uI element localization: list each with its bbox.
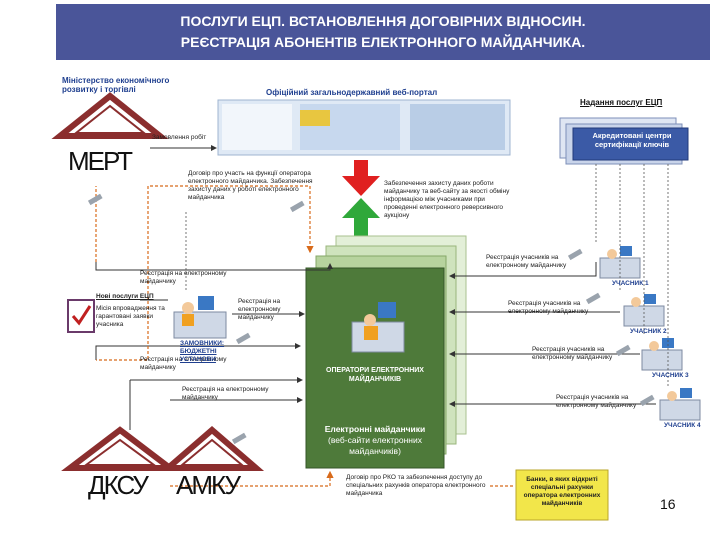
participant-reg-4: Реєстрація учасників на електронному май… xyxy=(556,394,637,409)
participant-label-2: УЧАСНИК 2 xyxy=(630,328,667,335)
accounts-box-label: Банки, в яких відкриті спеціальні рахунк… xyxy=(523,476,601,507)
participant-reg-2: Реєстрація учасників на електронному май… xyxy=(508,300,589,315)
ecp-dashed-lines xyxy=(185,164,669,386)
participant-label-4: УЧАСНИК 4 xyxy=(664,422,701,429)
mert-label: МЕРТ xyxy=(68,146,133,176)
portal-title: Офіційний загальнодержавний веб-портал xyxy=(266,88,438,97)
note-contract-mert: Договір про участь на функції оператора … xyxy=(188,170,313,201)
green-up-arrow xyxy=(342,198,380,236)
key-icons xyxy=(87,193,655,445)
note-reg-mert: Реєстрація на електронному майданчику xyxy=(140,270,227,285)
mert-ministry-name: Міністерство економічного розвитку і тор… xyxy=(62,76,169,94)
portal-screenshot-icon xyxy=(217,99,511,156)
operator-icon xyxy=(351,302,405,353)
ecp-centers-stack xyxy=(559,117,689,165)
note-reg-zamovnyk: Реєстрація на електронному майданчику xyxy=(238,298,281,321)
zamovnyky-label: ЗАМОВНИКИ: БЮДЖЕТНІ УСТАНОВИ xyxy=(180,340,225,363)
red-down-arrow xyxy=(342,160,380,196)
header-line-1: ПОСЛУГИ ЕЦП. ВСТАНОВЛЕННЯ ДОГОВІРНИХ ВІД… xyxy=(180,13,586,29)
note-zamovnyk-docs: Місія впровадження та гарантовані заявки… xyxy=(96,305,165,328)
header-line-2: РЕЄСТРАЦІЯ АБОНЕНТІВ ЕЛЕКТРОННОГО МАЙДАН… xyxy=(180,34,586,50)
clipboard-check-icon xyxy=(67,299,95,333)
ecp-title: Надання послуг ЕЦП xyxy=(580,98,663,107)
zamovnyk-icon xyxy=(173,296,227,339)
participant-reg-1: Реєстрація учасників на електронному май… xyxy=(486,254,567,269)
platforms-line-2: (веб-сайти електронних майданчиків) xyxy=(328,435,422,456)
slide-header: ПОСЛУГИ ЕЦП. ВСТАНОВЛЕННЯ ДОГОВІРНИХ ВІД… xyxy=(56,4,710,60)
dashed-connectors xyxy=(95,185,514,487)
mert-roof-icon xyxy=(51,92,169,139)
participant-label-3: УЧАСНИК 3 xyxy=(652,372,689,379)
participant-label-1: УЧАСНИК 1 xyxy=(612,280,649,287)
note-operators-security: Забезпечення захисту даних роботи майдан… xyxy=(384,180,510,219)
participant-reg-3: Реєстрація учасників на електронному май… xyxy=(532,346,613,361)
note-reg-dksu: Реєстрація на електронному майданчику xyxy=(182,386,269,401)
dksu-roof-icon xyxy=(61,426,179,471)
accounts-box xyxy=(515,469,609,521)
amku-roof-icon xyxy=(159,426,265,471)
ministry-line-1: Міністерство економічного xyxy=(62,76,170,85)
connector-lines xyxy=(95,145,656,430)
portal-request-label: Замовлення робіт xyxy=(152,134,207,141)
note-reg-zamovnyk-2: Реєстрація на електронному майданчику xyxy=(140,356,227,371)
page-number: 16 xyxy=(660,496,676,512)
amku-label: АМКУ xyxy=(176,470,241,500)
ecp-centers-label: Акредитовані центри сертифікації ключів xyxy=(592,131,672,149)
platforms-label: Електронні майданчики (веб-сайти електро… xyxy=(312,424,438,457)
note-new-ecp: Нові послуги ЕЦП xyxy=(96,293,154,300)
platforms-line-1: Електронні майданчики xyxy=(324,424,426,434)
participant-icon-3 xyxy=(641,338,683,371)
note-contract-dksu: Договір про РКО та забезпечення доступу … xyxy=(346,474,486,497)
participant-icon-4 xyxy=(659,388,701,421)
dksu-label: ДКСУ xyxy=(88,470,149,500)
operators-label: ОПЕРАТОРИ ЕЛЕКТРОННИХ МАЙДАНЧИКІВ xyxy=(326,367,424,383)
ministry-line-2: розвитку і торгівлі xyxy=(62,85,136,94)
